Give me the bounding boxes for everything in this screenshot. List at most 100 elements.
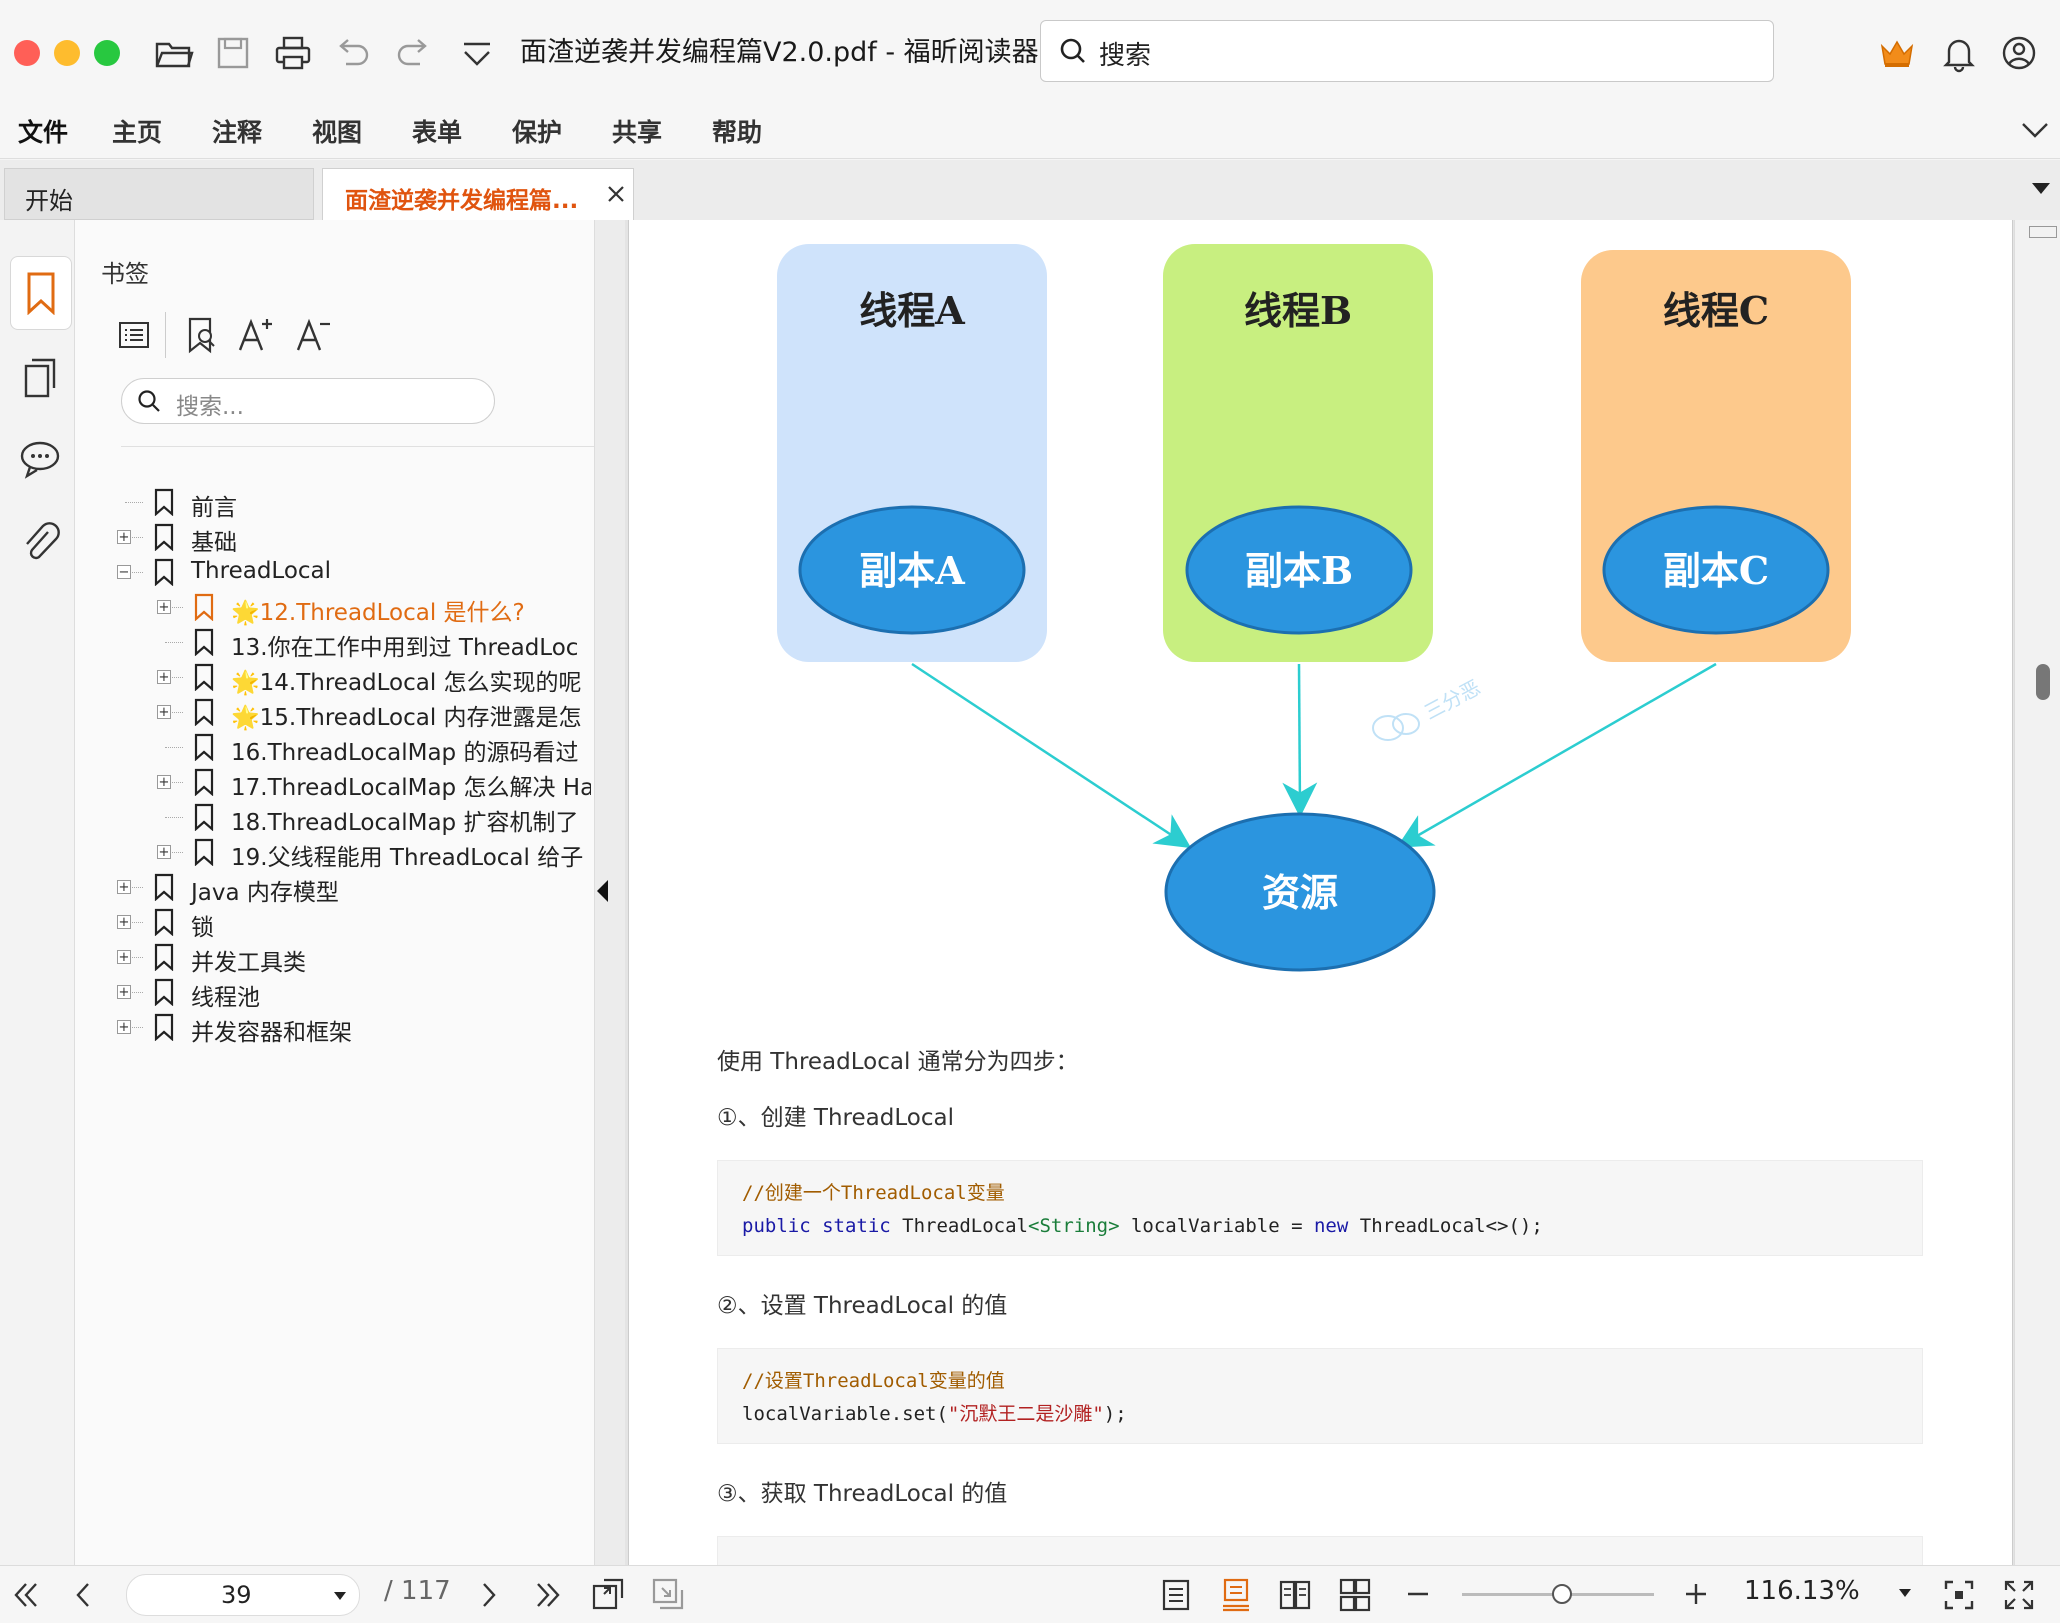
menu-view[interactable]: 视图 (312, 118, 363, 147)
zoom-in-icon[interactable] (1682, 1580, 1710, 1608)
page-dropdown-icon[interactable] (333, 1591, 347, 1601)
attachments-paperclip-icon[interactable] (20, 520, 60, 566)
tab-start[interactable]: 开始 (4, 168, 314, 220)
bookmark-item[interactable]: +并发工具类 (117, 937, 591, 977)
page-number-input[interactable]: 39 (126, 1574, 360, 1616)
comments-panel-icon[interactable] (18, 438, 62, 480)
tree-guide-line (125, 992, 143, 994)
bookmarks-panel-button[interactable] (10, 256, 72, 330)
full-screen-icon[interactable] (2002, 1578, 2036, 1612)
menu-comment[interactable]: 注释 (212, 118, 263, 147)
find-bookmark-icon[interactable] (185, 316, 219, 354)
expand-toggle-icon[interactable]: + (157, 670, 171, 685)
expand-toggle-icon[interactable]: + (157, 600, 171, 615)
bookmark-options-list-icon[interactable] (117, 318, 151, 352)
step-2-heading: ②、设置 ThreadLocal 的值 (717, 1293, 1008, 1319)
bookmark-item[interactable]: +基础 (117, 517, 591, 557)
notification-bell-icon[interactable] (1938, 32, 1980, 74)
print-icon[interactable] (272, 32, 314, 74)
menu-help[interactable]: 帮助 (712, 118, 763, 147)
menu-share[interactable]: 共享 (612, 118, 663, 147)
panel-splitter[interactable] (594, 220, 625, 1565)
tree-guide-line (125, 572, 143, 574)
continuous-view-icon[interactable] (1220, 1578, 1252, 1612)
code-string: "沉默王二是沙雕" (947, 1403, 1104, 1425)
zoom-slider-thumb[interactable] (1551, 1584, 1572, 1604)
last-page-icon[interactable] (532, 1580, 564, 1610)
bookmark-item[interactable]: +线程池 (117, 972, 591, 1012)
step-1-heading: ①、创建 ThreadLocal (717, 1105, 954, 1131)
zoom-dropdown-icon[interactable] (1898, 1588, 1912, 1598)
quick-access-dropdown-icon[interactable] (456, 32, 498, 74)
bookmark-item[interactable]: 前言 (117, 482, 591, 522)
bookmark-item[interactable]: +17.ThreadLocalMap 怎么解决 Ha (117, 762, 591, 802)
copy-b-ellipse (1185, 505, 1413, 635)
expand-toggle-icon[interactable]: + (117, 985, 131, 1000)
code-block-set[interactable]: //设置ThreadLocal变量的值 localVariable.set("沉… (717, 1348, 1923, 1444)
bookmark-search-input[interactable]: 搜索... (121, 378, 495, 424)
menu-home[interactable]: 主页 (112, 118, 163, 147)
global-search-input[interactable]: 搜索 (1040, 20, 1774, 82)
minimize-window-button[interactable] (54, 40, 80, 66)
tab-bar: 开始 面渣逆袭并发编程篇... (0, 160, 2060, 221)
bookmark-item[interactable]: +并发容器和框架 (117, 1007, 591, 1047)
expand-toggle-icon[interactable]: + (157, 845, 171, 860)
bookmark-item[interactable]: −ThreadLocal (117, 552, 591, 592)
collapse-ribbon-chevron-icon[interactable] (2020, 118, 2050, 142)
crown-icon[interactable] (1876, 32, 1918, 74)
menu-form[interactable]: 表单 (412, 118, 463, 147)
next-view-icon[interactable] (650, 1576, 686, 1612)
previous-view-icon[interactable] (590, 1576, 626, 1612)
bookmark-item[interactable]: + 🌟15.ThreadLocal 内存泄露是怎 (117, 692, 591, 732)
bookmark-item[interactable]: +锁 (117, 902, 591, 942)
bookmark-item[interactable]: +🌟14.ThreadLocal 怎么实现的呢 (117, 657, 591, 697)
scroll-page-indicator-icon[interactable] (2029, 226, 2057, 238)
bookmark-label: 🌟15.ThreadLocal 内存泄露是怎 (231, 705, 582, 731)
collapse-toggle-icon[interactable]: − (117, 565, 131, 580)
next-page-icon[interactable] (476, 1580, 500, 1610)
open-folder-icon[interactable] (152, 32, 194, 74)
facing-pages-view-icon[interactable] (1278, 1578, 1312, 1612)
bookmark-icon (194, 733, 214, 761)
code-block-get[interactable] (717, 1536, 1923, 1565)
expand-toggle-icon[interactable]: + (117, 530, 131, 545)
undo-icon[interactable] (332, 32, 374, 74)
close-window-button[interactable] (14, 40, 40, 66)
bookmark-item[interactable]: 16.ThreadLocalMap 的源码看过 (117, 727, 591, 767)
menu-protect[interactable]: 保护 (512, 118, 563, 147)
tab-document[interactable]: 面渣逆袭并发编程篇... (322, 168, 634, 220)
expand-toggle-icon[interactable]: + (117, 1020, 131, 1035)
expand-toggle-icon[interactable]: + (117, 915, 131, 930)
continuous-facing-view-icon[interactable] (1338, 1578, 1372, 1612)
account-icon[interactable] (1998, 32, 2040, 74)
scrollbar-thumb[interactable] (2036, 664, 2050, 700)
menu-file[interactable]: 文件 (18, 118, 69, 147)
maximize-window-button[interactable] (94, 40, 120, 66)
close-tab-icon[interactable] (605, 183, 627, 205)
tree-guide-line (165, 747, 183, 749)
first-page-icon[interactable] (10, 1580, 42, 1610)
bookmark-item[interactable]: 18.ThreadLocalMap 扩容机制了 (117, 797, 591, 837)
shrink-text-icon[interactable] (295, 316, 331, 354)
tab-list-dropdown-icon[interactable] (2030, 180, 2052, 196)
redo-icon[interactable] (392, 32, 434, 74)
fit-page-icon[interactable] (1942, 1578, 1976, 1612)
save-icon[interactable] (212, 32, 254, 74)
bookmark-item[interactable]: +19.父线程能用 ThreadLocal 给子 (117, 832, 591, 872)
expand-toggle-icon[interactable]: + (117, 950, 131, 965)
previous-page-icon[interactable] (72, 1580, 96, 1610)
single-page-view-icon[interactable] (1160, 1578, 1192, 1612)
collapse-panel-arrow-icon[interactable] (595, 878, 609, 904)
zoom-level[interactable]: 116.13% (1744, 1576, 1860, 1606)
page-thumbnails-icon[interactable] (20, 356, 60, 400)
enlarge-text-icon[interactable] (237, 316, 273, 354)
expand-toggle-icon[interactable]: + (157, 705, 171, 720)
bookmark-item[interactable]: +🌟12.ThreadLocal 是什么? (117, 587, 591, 627)
vertical-scrollbar[interactable] (2014, 220, 2060, 1565)
bookmark-item[interactable]: +Java 内存模型 (117, 867, 591, 907)
bookmark-item[interactable]: 13.你在工作中用到过 ThreadLoc (117, 622, 591, 662)
expand-toggle-icon[interactable]: + (117, 880, 131, 895)
expand-toggle-icon[interactable]: + (157, 775, 171, 790)
code-block-create[interactable]: //创建一个ThreadLocal变量 public static Thread… (717, 1160, 1923, 1256)
zoom-out-icon[interactable] (1404, 1580, 1432, 1608)
